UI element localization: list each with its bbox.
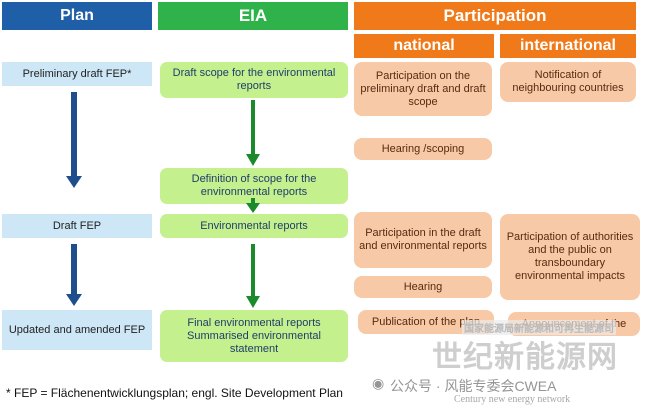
plan-header: Plan xyxy=(2,2,152,30)
participation-header: Participation xyxy=(354,2,636,30)
plan-arrow-2 xyxy=(66,244,82,306)
eia-box-final-reports: Final environmental reports Summarised e… xyxy=(160,310,348,362)
watermark-cn: 世纪新能源网 xyxy=(432,341,618,374)
national-box-hearing-scoping: Hearing /scoping xyxy=(354,138,492,160)
watermark-wechat: 公众号 · 风能专委会CWEA xyxy=(390,378,557,394)
footnote: * FEP = Flächenentwicklungsplan; engl. S… xyxy=(6,386,343,400)
international-box-notification: Notification of neighbouring countries xyxy=(500,62,636,102)
eia-arrow-1 xyxy=(246,100,260,166)
eia-box-draft-scope: Draft scope for the environmental report… xyxy=(160,62,348,98)
eia-arrow-3 xyxy=(246,244,260,308)
plan-box-preliminary-draft: Preliminary draft FEP* xyxy=(2,62,152,86)
eia-arrow-2 xyxy=(246,198,260,213)
eia-header: EIA xyxy=(158,2,348,30)
national-box-participation-preliminary: Participation on the preliminary draft a… xyxy=(354,62,492,116)
plan-arrow-1 xyxy=(66,92,82,188)
plan-box-draft-fep: Draft FEP xyxy=(2,214,152,238)
national-box-hearing: Hearing xyxy=(354,276,492,298)
eia-box-environmental-reports: Environmental reports xyxy=(160,214,348,238)
watermark-stamp: 国家能源局新能源和可再生能源司 xyxy=(462,320,616,335)
national-header: national xyxy=(354,34,494,58)
international-header: international xyxy=(500,34,636,58)
national-box-participation-draft: Participation in the draft and environme… xyxy=(354,212,492,268)
wechat-icon: ◉ xyxy=(372,375,385,391)
watermark-site: Century new energy network xyxy=(454,394,571,405)
plan-box-updated-fep: Updated and amended FEP xyxy=(2,310,152,350)
international-box-participation-transboundary: Participation of authorities and the pub… xyxy=(500,214,640,300)
